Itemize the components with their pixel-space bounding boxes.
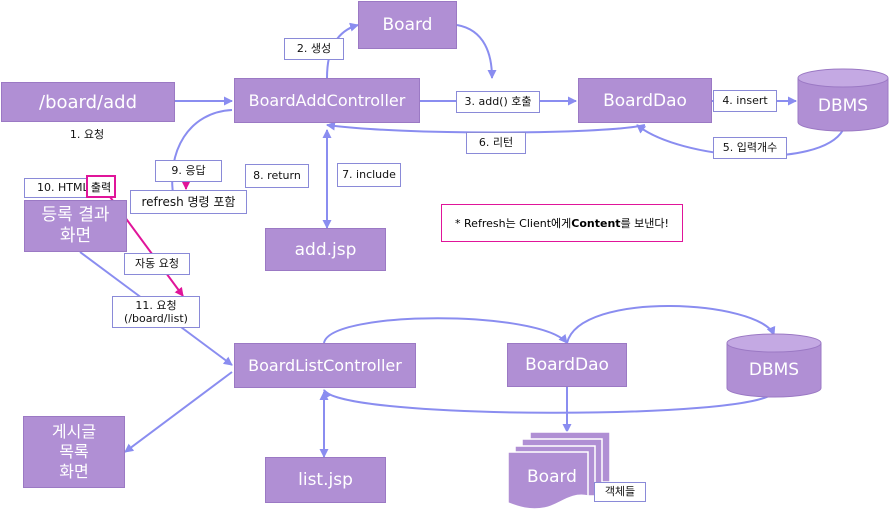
label-refresh-text: refresh 명령 포함 xyxy=(141,195,236,209)
node-list-jsp: list.jsp xyxy=(265,457,386,503)
node-board-add-controller-label: BoardAddController xyxy=(248,91,406,110)
label-step10-highlight: 출력 xyxy=(86,175,116,198)
node-add-jsp-label: add.jsp xyxy=(294,239,357,260)
dbms-top-shape xyxy=(797,68,889,132)
board-objects-stack xyxy=(507,431,611,510)
note-suffix: 를 보낸다! xyxy=(620,217,669,230)
label-step10-highlight-text: 출력 xyxy=(90,180,112,194)
note-bold: Content xyxy=(571,216,621,230)
arrow-list-response xyxy=(124,371,233,453)
label-step6: 6. 리턴 xyxy=(466,132,526,154)
label-step7: 7. include xyxy=(337,163,401,187)
node-board-dao-top-label: BoardDao xyxy=(603,90,687,111)
node-board-add: /board/add xyxy=(1,82,175,122)
label-step11-text: 11. 요청 (/board/list) xyxy=(124,299,188,325)
label-step5: 5. 입력개수 xyxy=(713,137,787,159)
node-list-screen-label: 게시글 목록 화면 xyxy=(51,422,97,481)
node-board-list-controller-label: BoardListController xyxy=(248,356,402,375)
node-dbms-bottom-label: DBMS xyxy=(748,360,800,380)
arrow-dbms-list-return xyxy=(323,389,775,414)
node-list-screen: 게시글 목록 화면 xyxy=(23,416,125,488)
label-step5-text: 5. 입력개수 xyxy=(722,141,778,154)
label-objects-text: 객체들 xyxy=(604,485,636,498)
label-step8-text: 8. return xyxy=(253,169,301,182)
node-result-screen: 등록 결과 화면 xyxy=(24,200,127,252)
label-step4: 4. insert xyxy=(713,90,777,112)
label-auto-request: 자동 요청 xyxy=(124,253,190,275)
node-board-add-controller: BoardAddController xyxy=(234,78,420,123)
node-board-list-controller: BoardListController xyxy=(234,343,416,388)
arrow-dao-dbms-bottom xyxy=(566,305,776,344)
node-result-screen-label: 등록 결과 화면 xyxy=(41,205,110,246)
label-step9: 9. 응답 xyxy=(155,160,222,182)
arrow-response xyxy=(168,109,233,201)
note-prefix: * Refresh는 Client에게 xyxy=(455,217,572,230)
label-auto-request-text: 자동 요청 xyxy=(135,257,179,270)
label-step2-text: 2. 생성 xyxy=(296,42,332,55)
label-step11: 11. 요청 (/board/list) xyxy=(112,296,200,328)
label-step3-text: 3. add() 호출 xyxy=(464,95,532,108)
node-board-dao-bottom-label: BoardDao xyxy=(525,355,609,375)
node-add-jsp: add.jsp xyxy=(265,228,386,271)
node-board-dao-top: BoardDao xyxy=(578,78,712,123)
label-objects: 객체들 xyxy=(594,482,646,502)
label-refresh: refresh 명령 포함 xyxy=(130,190,247,214)
node-board-objects-label: Board xyxy=(527,467,577,487)
node-dbms-top-label: DBMS xyxy=(817,96,869,116)
node-dbms-bottom: DBMS xyxy=(727,352,821,388)
label-step3: 3. add() 호출 xyxy=(456,91,540,113)
node-board-objects: Board xyxy=(510,460,594,494)
node-board-label: Board xyxy=(382,15,433,35)
node-list-jsp-label: list.jsp xyxy=(298,470,353,490)
dbms-bottom-shape xyxy=(726,333,822,398)
node-board: Board xyxy=(358,1,457,49)
label-step10-text: 10. HTML xyxy=(37,181,89,194)
arrow-board-dao xyxy=(456,24,497,79)
label-step1: 1. 요청 xyxy=(57,124,117,146)
node-board-add-label: /board/add xyxy=(39,91,137,113)
label-step8: 8. return xyxy=(245,164,309,188)
label-step4-text: 4. insert xyxy=(722,94,768,107)
node-dbms-top: DBMS xyxy=(798,88,888,124)
label-step9-text: 9. 응답 xyxy=(171,164,206,177)
label-step6-text: 6. 리턴 xyxy=(478,136,514,149)
node-board-dao-bottom: BoardDao xyxy=(507,343,627,387)
label-step7-text: 7. include xyxy=(342,168,396,181)
label-step1-text: 1. 요청 xyxy=(69,128,105,141)
label-step2: 2. 생성 xyxy=(284,38,344,60)
arrow-list-dao-top xyxy=(323,317,568,344)
